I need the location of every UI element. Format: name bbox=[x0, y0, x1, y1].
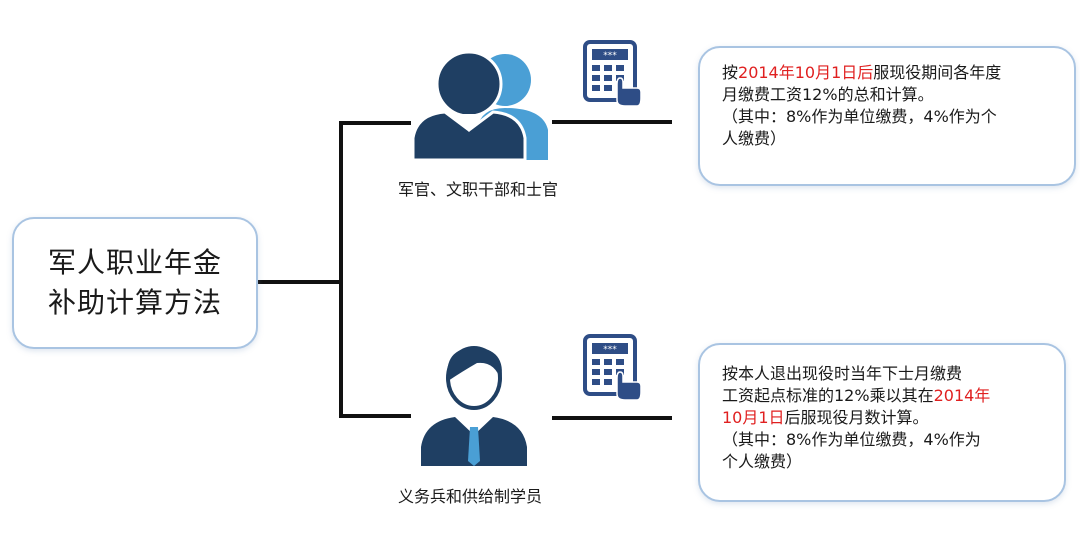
branch-top-line bbox=[339, 121, 411, 125]
soldiers-calculation-box: 按本人退出现役时当年下士月缴费 工资起点标准的12%乘以其在2014年 10月1… bbox=[698, 343, 1066, 502]
desc-text: 工资起点标准的12%乘以其在 bbox=[722, 386, 934, 405]
svg-text:***: *** bbox=[603, 51, 617, 61]
root-method-box: 军人职业年金 补助计算方法 bbox=[12, 217, 258, 349]
desc-line: 10月1日后服现役月数计算。 bbox=[722, 407, 1048, 429]
desc-text: 按 bbox=[722, 63, 739, 82]
officers-group-icon bbox=[411, 50, 548, 160]
calculator-hand-icon: *** bbox=[583, 40, 642, 107]
role-label-soldiers: 义务兵和供给制学员 bbox=[398, 487, 543, 506]
branch-bottom-line bbox=[339, 414, 411, 418]
desc-line: 工资起点标准的12%乘以其在2014年 bbox=[722, 385, 1048, 407]
desc-line: 个人缴费） bbox=[722, 452, 803, 471]
highlight-date: 2014年 bbox=[933, 386, 991, 405]
svg-text:***: *** bbox=[603, 345, 617, 355]
role-label-officers: 军官、文职干部和士官 bbox=[398, 180, 559, 199]
root-title-line2: 补助计算方法 bbox=[47, 286, 222, 319]
soldier-person-icon bbox=[421, 346, 527, 466]
vertical-connector-line bbox=[339, 122, 343, 418]
desc-text: 服现役期间各年度 bbox=[873, 63, 1002, 82]
highlight-date: 2014年10月1日后 bbox=[738, 63, 874, 82]
desc-text: 后服现役月数计算。 bbox=[784, 408, 929, 427]
branch-bottom-right-line bbox=[552, 416, 672, 420]
root-title-line1: 军人职业年金 bbox=[47, 246, 222, 279]
desc-line: （其中：8%作为单位缴费，4%作为个 bbox=[722, 107, 997, 126]
officers-calculation-box: 按2014年10月1日后服现役期间各年度 月缴费工资12%的总和计算。 （其中：… bbox=[698, 46, 1076, 186]
desc-line: （其中：8%作为单位缴费，4%作为 bbox=[722, 430, 981, 449]
desc-line: 月缴费工资12%的总和计算。 bbox=[722, 85, 934, 104]
desc-line: 按2014年10月1日后服现役期间各年度 bbox=[722, 62, 1058, 84]
calculator-hand-icon: *** bbox=[583, 334, 642, 401]
desc-line: 人缴费） bbox=[722, 129, 787, 148]
root-connector-line bbox=[254, 280, 342, 284]
branch-top-right-line bbox=[552, 120, 672, 124]
highlight-date: 10月1日 bbox=[722, 408, 785, 427]
desc-line: 按本人退出现役时当年下士月缴费 bbox=[722, 364, 963, 383]
